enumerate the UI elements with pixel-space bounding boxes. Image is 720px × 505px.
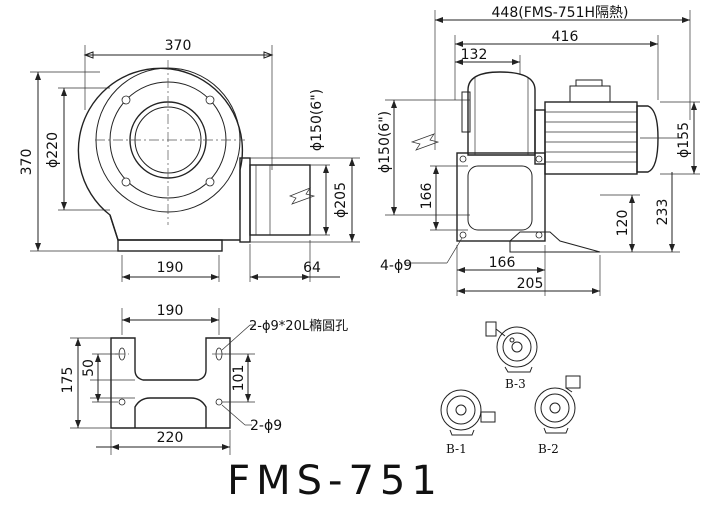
side-total-length-dim: 448(FMS-751H隔熱) bbox=[492, 5, 629, 21]
front-base-dim: 190 bbox=[157, 260, 184, 276]
base-slot-depth-dim: 101 bbox=[231, 365, 247, 392]
side-motor-dia-dim: ϕ155 bbox=[676, 122, 692, 158]
front-width-dim: 370 bbox=[165, 38, 192, 54]
front-view: 370 370 ϕ220 190 bbox=[19, 38, 360, 282]
side-inlet-dia-dim: ϕ150(6") bbox=[377, 111, 393, 173]
side-inlet-height-dim: 166 bbox=[419, 183, 435, 210]
side-flange-width-dim: 166 bbox=[489, 255, 516, 271]
variant-b3: B-3 bbox=[485, 321, 538, 391]
base-depth-dim: 175 bbox=[60, 367, 76, 394]
variant-b1-label: B-1 bbox=[446, 442, 467, 456]
variant-b2: B-2 bbox=[534, 375, 581, 456]
front-inner-dia-dim: ϕ220 bbox=[45, 132, 61, 168]
side-view: 448(FMS-751H隔熱) 416 132 ϕ15 bbox=[377, 5, 700, 296]
side-length-dim: 416 bbox=[552, 29, 579, 45]
variant-b3-label: B-3 bbox=[505, 377, 526, 391]
base-top-width-dim: 190 bbox=[157, 303, 184, 319]
front-height-dim: 370 bbox=[19, 149, 35, 176]
front-outlet-depth-dim: 64 bbox=[303, 260, 321, 276]
side-base-height-dim: 120 bbox=[615, 210, 631, 237]
front-flange-dia-dim: ϕ205 bbox=[333, 182, 349, 218]
base-bottom-width-dim: 220 bbox=[157, 430, 184, 446]
model-title: FMS-751 bbox=[227, 458, 443, 504]
base-inner-depth-dim: 50 bbox=[81, 359, 97, 377]
side-holes-label: 4-ϕ9 bbox=[380, 258, 412, 274]
base-plan-view: 190 220 175 50 101 bbox=[60, 303, 348, 455]
side-center-height-dim: 233 bbox=[655, 199, 671, 226]
base-round-holes-label: 2-ϕ9 bbox=[250, 418, 282, 434]
base-slot-holes-label: 2-ϕ9*20L橢圓孔 bbox=[249, 319, 348, 334]
side-base-length-dim: 205 bbox=[517, 276, 544, 292]
side-inlet-offset-dim: 132 bbox=[461, 47, 488, 63]
variant-b1: B-1 bbox=[440, 389, 496, 456]
variant-b2-label: B-2 bbox=[538, 442, 559, 456]
front-outlet-dia-dim: ϕ150(6") bbox=[309, 89, 325, 151]
